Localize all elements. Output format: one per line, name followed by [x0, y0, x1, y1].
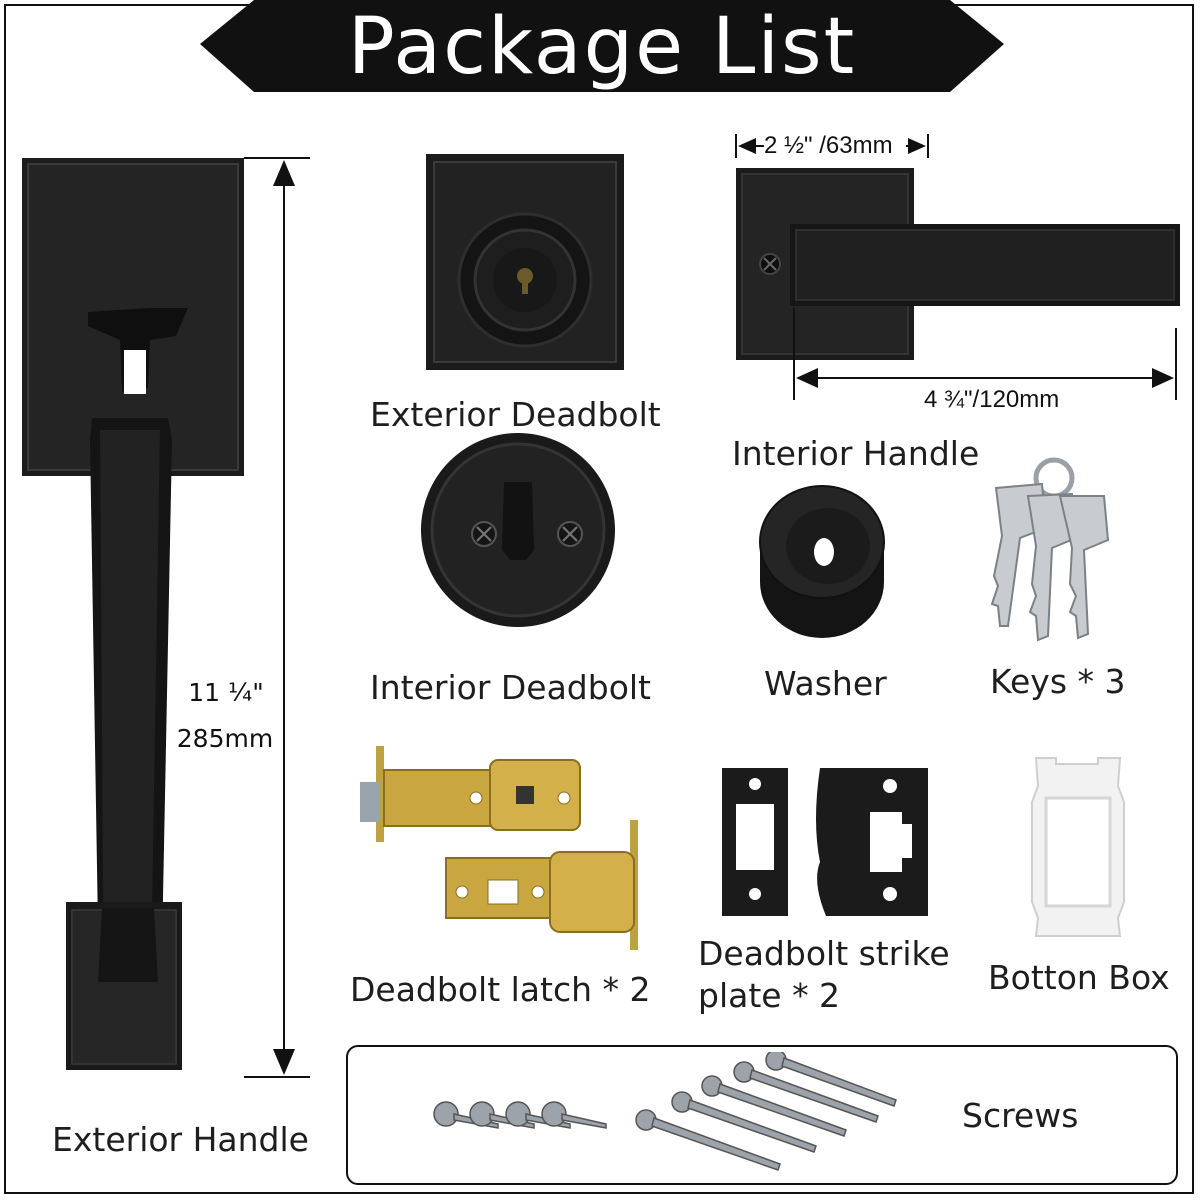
label-strike-plate-line2: plate * 2 [698, 976, 841, 1015]
label-interior-deadbolt: Interior Deadbolt [370, 668, 651, 707]
label-washer: Washer [764, 664, 887, 703]
plate-width-dimension: 2 ½" /63mm [764, 132, 893, 159]
interior-handle-image [735, 134, 1180, 400]
keys-image [990, 457, 1110, 642]
label-exterior-deadbolt: Exterior Deadbolt [370, 395, 661, 434]
lever-length-dimension: 4 ¾"/120mm [924, 386, 1060, 413]
handle-height-inch: 11 ¼" [188, 678, 264, 707]
exterior-deadbolt-image [426, 154, 624, 370]
label-strike-plate-line1: Deadbolt strike [698, 934, 950, 973]
screws-box [346, 1045, 1178, 1185]
exterior-handle-image [22, 158, 244, 1070]
label-screws: Screws [962, 1096, 1079, 1135]
screws-image [433, 1052, 897, 1171]
title-banner [200, 0, 1004, 92]
botton-box-image [1031, 757, 1125, 937]
label-exterior-handle: Exterior Handle [52, 1120, 309, 1159]
interior-deadbolt-image [421, 433, 615, 627]
handle-height-mm: 285mm [176, 724, 274, 753]
label-keys: Keys * 3 [990, 662, 1126, 701]
page-title: Package List [347, 2, 857, 92]
label-deadbolt-latch: Deadbolt latch * 2 [350, 970, 651, 1009]
washer-image [759, 485, 885, 638]
strike-plate-image [722, 768, 928, 916]
deadbolt-latch-image [360, 746, 638, 950]
label-interior-handle: Interior Handle [732, 434, 980, 473]
label-botton-box: Botton Box [988, 958, 1170, 997]
height-dimension-line [244, 157, 310, 1078]
